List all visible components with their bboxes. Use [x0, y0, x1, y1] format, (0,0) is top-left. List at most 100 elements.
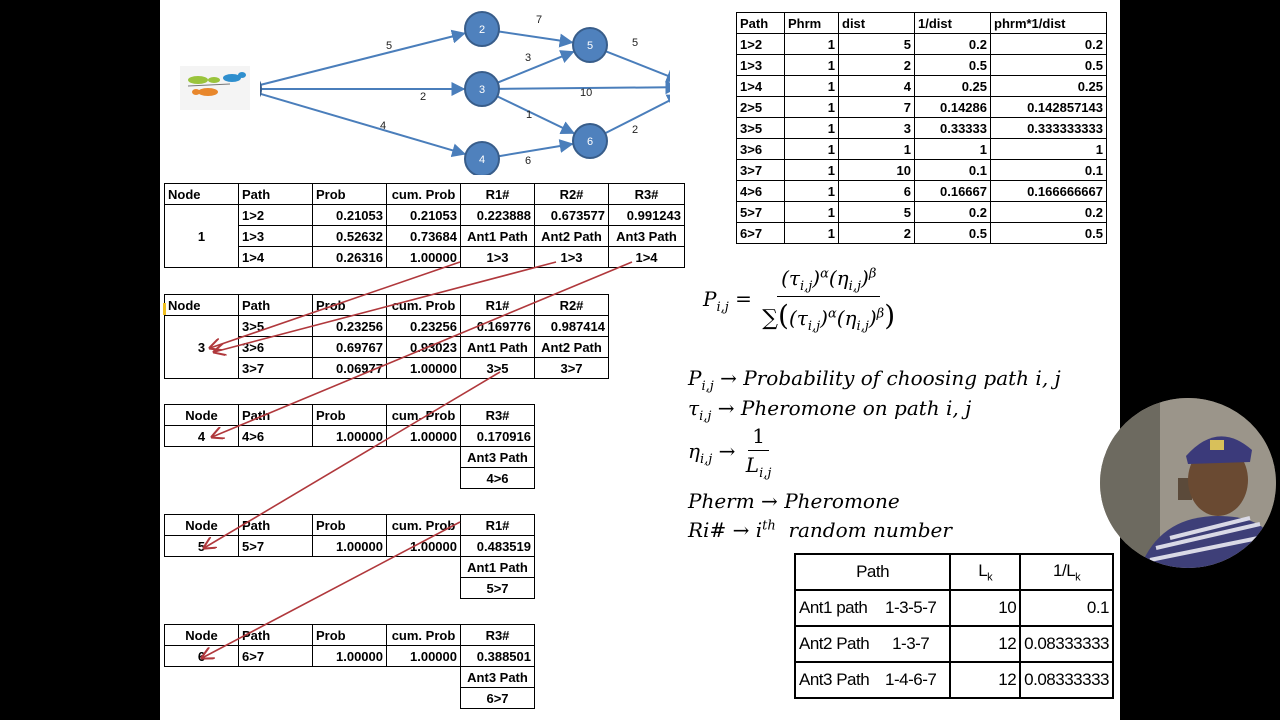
path-cell: 3>6 [238, 336, 313, 358]
ant-label-cell: Ant1 Path [460, 556, 535, 578]
choice-cell: 1>4 [608, 246, 685, 268]
header-r3: R3# [460, 624, 535, 646]
prob-cell: 0.69767 [312, 336, 387, 358]
edge-weight-label: 2 [632, 124, 638, 136]
header-cell: phrm*1/dist [990, 12, 1107, 34]
header-prob: Prob [312, 404, 387, 426]
value-cell: 1 [990, 138, 1107, 160]
formula-lhs: Pi,j [703, 286, 729, 315]
cum-prob-cell: 0.23256 [386, 315, 461, 337]
value-cell: 0.333333333 [990, 117, 1107, 139]
header-lk: Lk [949, 553, 1022, 591]
value-cell: 2 [838, 222, 915, 244]
header-node: Node [164, 514, 239, 536]
value-cell: 7 [838, 96, 915, 118]
choice-cell: 3>7 [534, 357, 609, 379]
table-row: 1 1>2 0.21053 0.21053 0.223888 0.673577 … [164, 204, 685, 268]
graph-node-circle [464, 71, 500, 107]
random-cell: 0.673577 [534, 204, 609, 226]
node4-header-row: Node Path Prob cum. Prob R3# [164, 404, 535, 426]
node-label: 6 [164, 645, 239, 667]
choice-cell: 1>3 [534, 246, 609, 268]
header-cum-prob: cum. Prob [386, 183, 461, 205]
prob-cell: 1.00000 [312, 425, 387, 447]
path-cell: 5>7 [238, 535, 313, 557]
header-node: Node [164, 624, 239, 646]
random-cell: 0.169776 [460, 315, 535, 337]
cum-prob-cell: 0.93023 [386, 336, 461, 358]
node1-header-row: Node Path Prob cum. Prob R1# R2# R3# [164, 183, 685, 205]
value-cell: 0.2 [914, 33, 991, 55]
path-cell: 1>4 [238, 246, 313, 268]
graph-edge-1-2 [260, 29, 466, 86]
ant-label-cell: Ant2 Path [534, 336, 609, 358]
graph-node-label: 3 [479, 84, 485, 96]
path-cell: 3>5 [736, 117, 785, 139]
table-row: 4 4>6 1.00000 1.00000 0.170916 [164, 425, 535, 447]
header-r3: R3# [608, 183, 685, 205]
path-cell: 1>3 [736, 54, 785, 76]
node5-probability-table: Node Path Prob cum. Prob R1# 5 5>7 1.000… [164, 514, 535, 599]
route-cell: 1-3-7 [872, 625, 952, 663]
lk-cell: 12 [949, 625, 1022, 663]
header-cell: Path [736, 12, 785, 34]
cum-prob-cell: 1.00000 [386, 357, 461, 379]
value-cell: 1 [784, 117, 839, 139]
edge-weight-label: 7 [536, 14, 542, 26]
header-r3: R3# [460, 404, 535, 426]
random-cell: 0.987414 [534, 315, 609, 337]
edge-weight-label: 2 [420, 91, 426, 103]
value-cell: 0.166666667 [990, 180, 1107, 202]
value-cell: 1 [914, 138, 991, 160]
edge-weight-label: 5 [386, 40, 392, 52]
header-r1: R1# [460, 183, 535, 205]
legend-random: Ri# → ith random number [688, 518, 952, 542]
prob-cell: 0.26316 [312, 246, 387, 268]
prob-cell: 1.00000 [312, 535, 387, 557]
path-cell: 3>7 [238, 357, 313, 379]
lk-header-row: Path Lk 1/Lk [793, 553, 1114, 591]
inv-lk-cell: 0.1 [1019, 589, 1114, 627]
table-row: 1>4 0.26316 1.00000 1>3 1>3 1>4 [165, 246, 685, 268]
table-row: Ant1 path 1-3-5-7 10 0.1 [793, 589, 1114, 627]
node-label: 5 [164, 535, 239, 557]
probability-formula: Pi,j = (τi,j)α(ηi,j)β ∑((τi,j)α(ηi,j)β) [703, 266, 899, 334]
cum-prob-cell: 1.00000 [386, 246, 461, 268]
edge-weight-label: 4 [380, 120, 386, 132]
choice-cell: 6>7 [460, 687, 535, 709]
ant-name-cell: Ant3 Path [793, 661, 873, 699]
path-cell: 4>6 [238, 425, 313, 447]
node4-probability-table: Node Path Prob cum. Prob R3# 4 4>6 1.000… [164, 404, 535, 489]
header-path: Path [793, 553, 952, 591]
table-row: 6 6>7 1.00000 1.00000 0.388501 [164, 645, 535, 667]
value-cell: 5 [838, 201, 915, 223]
graph-node-1: 1 [260, 80, 262, 98]
table-row: 1>3 0.52632 0.73684 Ant1 Path Ant2 Path … [165, 225, 685, 247]
formula-fraction: (τi,j)α(ηi,j)β ∑((τi,j)α(ηi,j)β) [762, 266, 896, 334]
ant-name-cell: Ant2 Path [793, 625, 873, 663]
value-cell: 2 [838, 54, 915, 76]
edge-weight-label: 3 [525, 52, 531, 64]
value-cell: 1 [784, 54, 839, 76]
choice-cell: 1>3 [460, 246, 535, 268]
graph-node-circle [464, 141, 500, 175]
header-path: Path [238, 183, 313, 205]
value-cell: 0.5 [914, 54, 991, 76]
path-cell: 1>3 [238, 225, 313, 247]
header-node: Node [164, 183, 239, 205]
value-cell: 1 [784, 75, 839, 97]
choice-cell: 3>5 [460, 357, 535, 379]
node6-header-row: Node Path Prob cum. Prob R3# [164, 624, 535, 646]
cum-prob-cell: 1.00000 [386, 535, 461, 557]
edge-weight-label: 10 [580, 87, 592, 99]
value-cell: 5 [838, 33, 915, 55]
header-path: Path [238, 514, 313, 536]
edge-weight-label: 6 [525, 155, 531, 167]
header-prob: Prob [312, 514, 387, 536]
